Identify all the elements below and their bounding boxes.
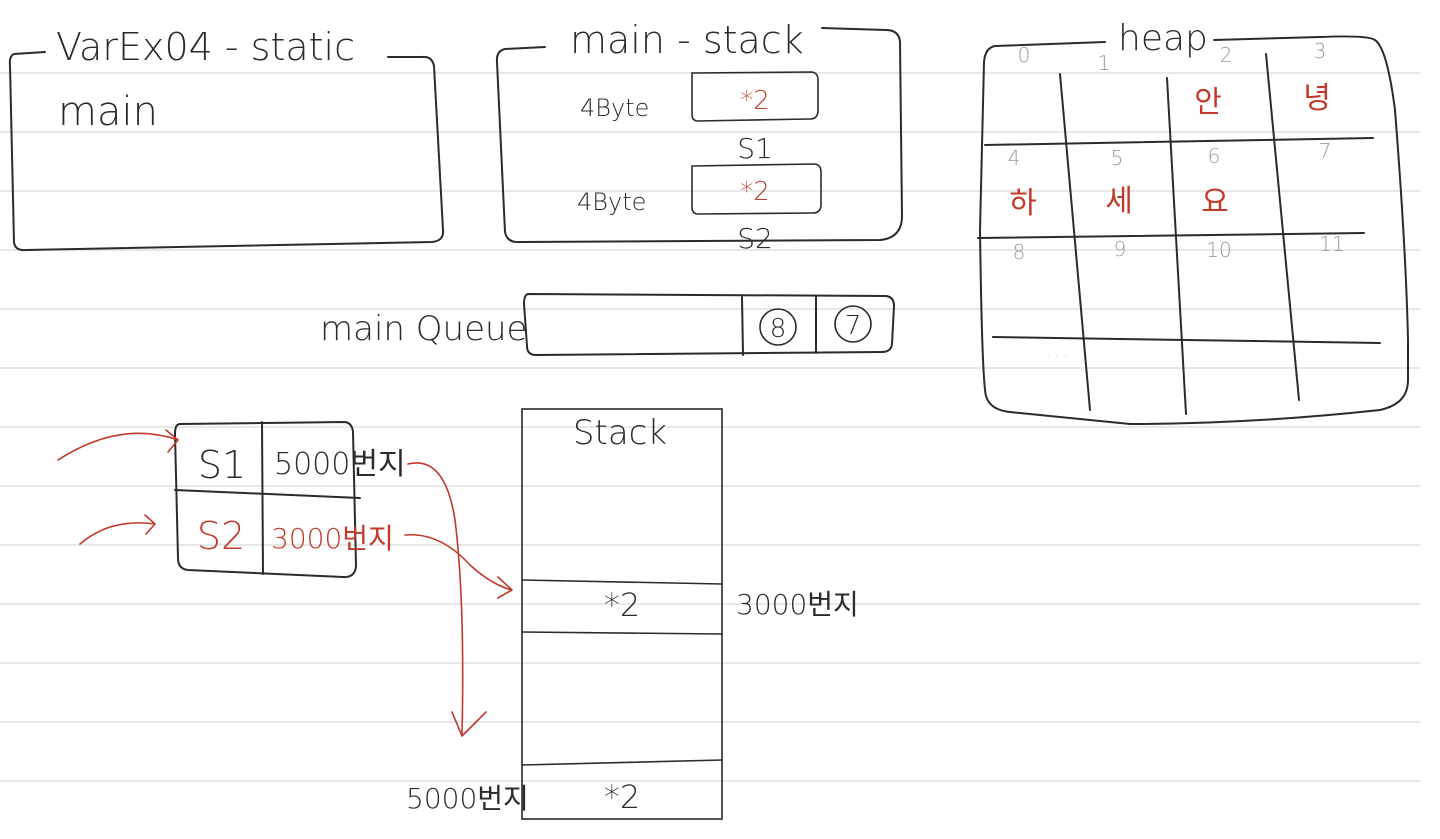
stack-slot-name: S1 bbox=[737, 132, 773, 165]
stack-cell-address: 5000번지 bbox=[406, 782, 529, 815]
heap-index: 2 bbox=[1220, 43, 1233, 67]
heap-index: 9 bbox=[1114, 237, 1127, 261]
heap-index: 4 bbox=[1008, 146, 1021, 170]
stack-slot-box bbox=[691, 71, 819, 122]
queue-item: 8 bbox=[770, 314, 787, 344]
stack-slot-value: *2 bbox=[740, 177, 770, 207]
heap-char: 녕 bbox=[1303, 81, 1331, 116]
main-queue: main Queue 8 7 bbox=[320, 293, 895, 356]
stack-column: Stack *2 3000번지 *2 5000번지 bbox=[406, 408, 859, 820]
heap-index: 8 bbox=[1013, 240, 1026, 264]
heap-char: 하 bbox=[1009, 186, 1037, 221]
heap-grid-line bbox=[1059, 73, 1091, 411]
queue-item: 7 bbox=[845, 311, 862, 341]
static-box-title: VarEx04 - static bbox=[56, 25, 355, 69]
static-box: VarEx04 - static main bbox=[8, 25, 445, 252]
heap-grid-line bbox=[1166, 77, 1187, 415]
stack-column-title: Stack bbox=[573, 413, 667, 453]
arrow-icon bbox=[79, 514, 156, 545]
stack-slot-name: S2 bbox=[737, 222, 773, 255]
pointer-arrow-icon bbox=[407, 462, 487, 737]
static-box-frame bbox=[8, 51, 445, 252]
stack-cell-address: 3000번지 bbox=[736, 588, 859, 621]
heap-grid-line bbox=[1265, 53, 1300, 401]
stack-cell-line bbox=[521, 631, 723, 635]
heap-index: 0 bbox=[1018, 43, 1031, 67]
ref-name: S2 bbox=[197, 514, 245, 558]
heap-index: 11 bbox=[1319, 232, 1344, 256]
ref-address: 3000번지 bbox=[271, 522, 394, 555]
heap-grid-line bbox=[992, 336, 1381, 344]
main-queue-frame bbox=[523, 293, 895, 356]
heap-box: heap 0 1 2 3 4 5 6 7 8 9 10 11 안 녕 하 세 요… bbox=[977, 18, 1409, 425]
ref-table-frame bbox=[174, 421, 357, 579]
heap-index: 7 bbox=[1319, 139, 1332, 163]
queue-divider bbox=[741, 296, 744, 356]
ref-table: S1 5000번지 S2 3000번지 bbox=[57, 421, 513, 737]
ref-name: S1 bbox=[198, 443, 246, 487]
ruled-lines bbox=[0, 72, 1420, 782]
heap-char: 요 bbox=[1201, 185, 1229, 220]
stack-column-frame bbox=[521, 408, 723, 820]
stack-cell-line bbox=[521, 579, 723, 585]
main-queue-label: main Queue bbox=[320, 309, 527, 349]
stack-cell-line bbox=[521, 759, 723, 766]
heap-index: 10 bbox=[1206, 238, 1231, 262]
ref-table-divider bbox=[261, 421, 264, 575]
heap-title: heap bbox=[1118, 18, 1208, 59]
queue-item-circle bbox=[834, 305, 872, 343]
main-stack-title: main - stack bbox=[570, 18, 804, 62]
static-box-content: main bbox=[58, 89, 158, 135]
queue-item-circle bbox=[759, 308, 797, 346]
heap-index: 6 bbox=[1208, 144, 1221, 168]
arrow-icon bbox=[57, 429, 179, 461]
heap-index: 1 bbox=[1098, 51, 1111, 75]
heap-char: 안 bbox=[1194, 85, 1222, 120]
stack-slot-box bbox=[691, 163, 822, 215]
main-stack-frame bbox=[495, 27, 903, 244]
heap-ellipsis: . . . bbox=[1046, 345, 1068, 361]
stack-slot-size: 4Byte bbox=[577, 188, 646, 216]
heap-index: 3 bbox=[1314, 39, 1327, 63]
heap-grid-line bbox=[984, 137, 1374, 146]
heap-grid-line bbox=[977, 232, 1365, 239]
ref-address: 5000번지 bbox=[274, 447, 406, 482]
ref-table-divider bbox=[174, 489, 361, 499]
main-stack-box: main - stack 4Byte *2 S1 4Byte *2 S2 bbox=[495, 18, 903, 255]
stack-cell-value: *2 bbox=[604, 778, 640, 816]
heap-index: 5 bbox=[1111, 146, 1124, 170]
stack-slot-size: 4Byte bbox=[580, 94, 649, 122]
heap-frame bbox=[979, 35, 1409, 425]
pointer-arrow-icon bbox=[404, 533, 513, 599]
heap-char: 세 bbox=[1105, 184, 1133, 219]
stack-cell-value: *2 bbox=[604, 586, 640, 624]
stack-slot-value: *2 bbox=[740, 86, 770, 116]
